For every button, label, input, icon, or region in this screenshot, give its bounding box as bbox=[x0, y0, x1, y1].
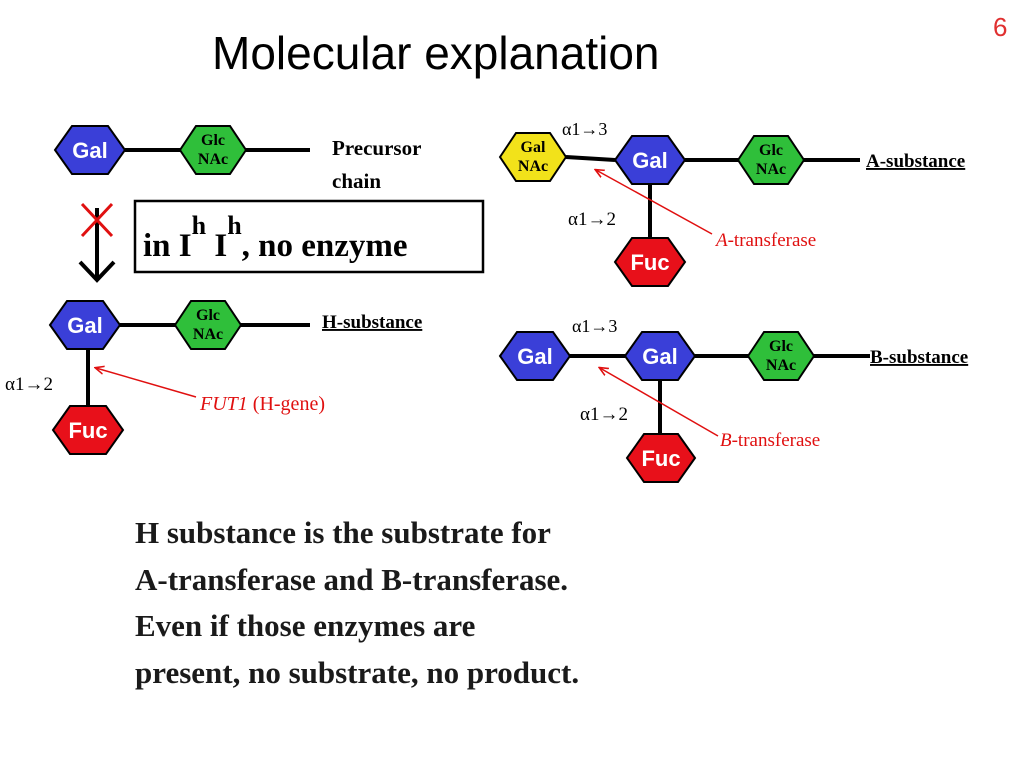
b-substance-label: B-substance bbox=[870, 347, 968, 368]
gal-hexagon: Gal bbox=[613, 135, 687, 185]
gal-label: Gal bbox=[67, 313, 102, 338]
enzyme-label: B-transferase bbox=[720, 430, 820, 451]
fuc-hexagon: Fuc bbox=[625, 433, 697, 483]
precursor-label-line2: chain bbox=[332, 169, 381, 193]
blocked-arrow bbox=[78, 202, 116, 283]
slide-title: Molecular explanation bbox=[212, 27, 660, 79]
a-substance-label: A-substance bbox=[866, 151, 965, 172]
gal-hexagon: Gal bbox=[623, 331, 697, 381]
gal-hexagon-terminal: Gal bbox=[498, 331, 572, 381]
caption-line: A-transferase and B-transferase. bbox=[135, 561, 569, 597]
galnac-label-line2: NAc bbox=[518, 158, 548, 175]
glcnac-label-line1: Glc bbox=[759, 142, 783, 159]
h-substance: Gal Glc NAc Fuc α1→2 H-substance FUT1 (H… bbox=[5, 300, 422, 455]
glcnac-label-line2: NAc bbox=[193, 326, 223, 343]
h-substance-label: H-substance bbox=[322, 312, 422, 333]
gal-label: Gal bbox=[517, 344, 552, 369]
glcnac-hexagon: Glc NAc bbox=[178, 125, 248, 175]
enzyme-block-box: in Ih Ih, no enzyme bbox=[133, 199, 485, 274]
glcnac-hexagon: Glc NAc bbox=[736, 135, 806, 185]
glcnac-hexagon: Glc NAc bbox=[173, 300, 243, 350]
glcnac-label-line1: Glc bbox=[769, 338, 793, 355]
no-enzyme-text: in Ih Ih, no enzyme bbox=[143, 211, 408, 264]
linkage-top-label: α1→3 bbox=[572, 316, 617, 336]
glcnac-label-line2: NAc bbox=[766, 357, 796, 374]
fuc-label: Fuc bbox=[630, 250, 669, 275]
caption-text: H substance is the substrate for A-trans… bbox=[135, 510, 579, 696]
enzyme-arrow bbox=[96, 368, 197, 398]
gal-label: Gal bbox=[632, 148, 667, 173]
enzyme-arrow bbox=[600, 368, 719, 437]
galnac-hexagon: Gal NAc bbox=[498, 132, 568, 182]
precursor-label-line1: Precursor bbox=[332, 136, 421, 160]
linkage-side-label: α1→2 bbox=[568, 209, 616, 230]
caption-line: Even if those enzymes are bbox=[135, 608, 476, 643]
down-arrow-head bbox=[78, 260, 116, 283]
enzyme-label: FUT1 (H-gene) bbox=[199, 393, 325, 415]
glcnac-label-line2: NAc bbox=[756, 161, 786, 178]
enzyme-arrow bbox=[596, 170, 713, 235]
a-substance: Gal NAc Gal Glc NAc Fuc α1→3 α1→2 A-subs… bbox=[498, 119, 965, 287]
fuc-label: Fuc bbox=[641, 446, 680, 471]
precursor-chain: Gal Glc NAc Precursor chain bbox=[53, 125, 421, 193]
linkage-top-label: α1→3 bbox=[562, 119, 607, 139]
caption-line: present, no substrate, no product. bbox=[135, 654, 580, 690]
fuc-hexagon: Fuc bbox=[51, 405, 125, 455]
enzyme-label: A-transferase bbox=[714, 230, 816, 251]
linkage-side-label: α1→2 bbox=[580, 404, 628, 425]
fuc-label: Fuc bbox=[68, 418, 107, 443]
gal-hexagon: Gal bbox=[48, 300, 122, 350]
glcnac-label-line1: Glc bbox=[201, 132, 225, 149]
glcnac-label-line2: NAc bbox=[198, 151, 228, 168]
fuc-hexagon: Fuc bbox=[613, 237, 687, 287]
glcnac-hexagon: Glc NAc bbox=[746, 331, 816, 381]
gal-hexagon: Gal bbox=[53, 125, 127, 175]
gal-label: Gal bbox=[72, 138, 107, 163]
glcnac-label-line1: Glc bbox=[196, 307, 220, 324]
linkage-label: α1→2 bbox=[5, 374, 53, 395]
b-substance: Gal Gal Glc NAc Fuc α1→3 α1→2 B-substanc… bbox=[498, 316, 968, 483]
caption-line: H substance is the substrate for bbox=[135, 515, 551, 550]
bond bbox=[565, 155, 616, 162]
galnac-label-line1: Gal bbox=[521, 139, 546, 156]
slide-number: 6 bbox=[993, 12, 1008, 42]
gal-label: Gal bbox=[642, 344, 677, 369]
